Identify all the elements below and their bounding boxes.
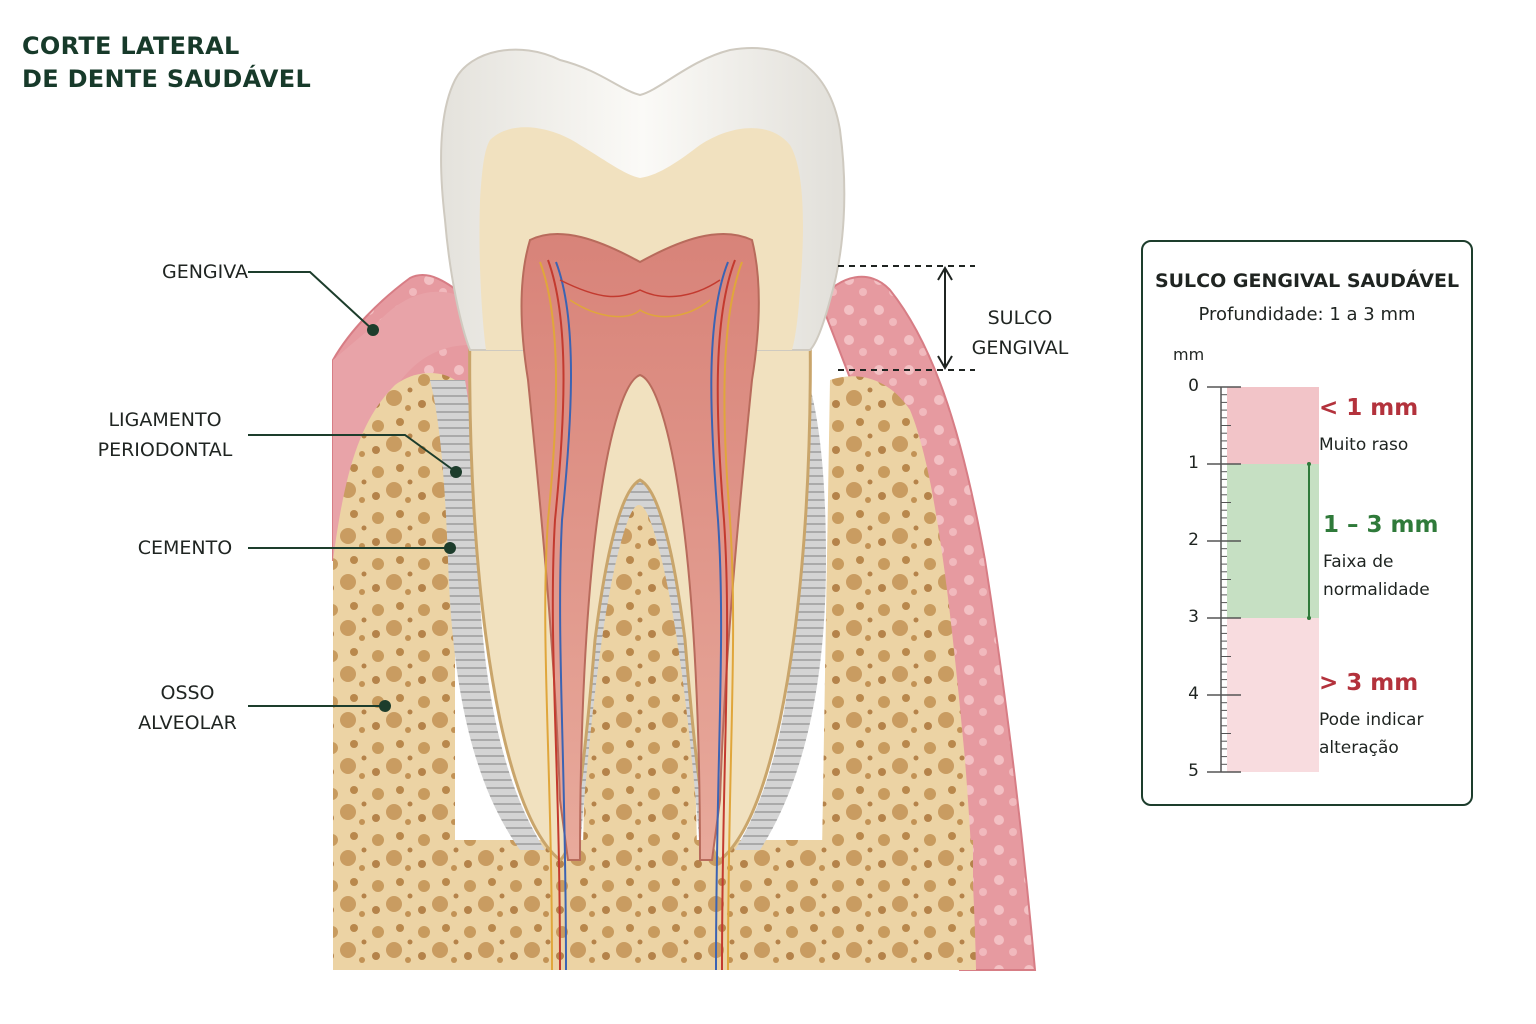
scale-band [1226,463,1319,618]
leader-gengiva [248,271,374,331]
periodontal-ligament [430,380,545,850]
scale-tick-label: 1 [1188,453,1199,473]
scale-tick-label: 3 [1188,607,1199,627]
leader-dot [444,542,456,554]
leader-dot [450,466,462,478]
bracket-end [1306,461,1311,466]
title-line-2: DE DENTE SAUDÁVEL [22,65,312,93]
band-deep-text: Pode indicar alteração [1319,706,1423,762]
label-sulco-line1: SULCO [987,307,1053,329]
diagram-title: CORTE LATERAL DE DENTE SAUDÁVEL [22,30,311,96]
band-normal-line1: Faixa de [1323,552,1394,572]
depth-scale [1206,385,1319,773]
label-sulco-line2: GENGIVAL [971,337,1069,359]
scale-unit: mm [1173,345,1205,364]
leader-ligamento [248,434,457,473]
band-shallow-heading: < 1 mm [1319,395,1419,421]
alveolar-bone [333,373,455,970]
band-deep-line1: Pode indicar [1319,710,1424,730]
label-sulco-gengival: SULCO GENGIVAL [965,303,1075,363]
card-subtitle: Profundidade: 1 a 3 mm [1198,304,1416,325]
leader-lines [248,271,457,707]
label-gengiva-text: GENGIVA [161,261,249,283]
scale-tick-label: 0 [1188,376,1199,396]
label-ligamento-periodontal: LIGAMENTO PERIODONTAL [85,405,245,465]
label-cemento-text: CEMENTO [137,537,233,559]
leader-dot [379,700,391,712]
scale-band [1226,386,1319,464]
alveolar-bone-right [820,376,976,970]
band-normal-text: Faixa de normalidade [1323,548,1430,604]
label-ligamento-line2: PERIODONTAL [97,439,233,461]
label-osso-line2: ALVEOLAR [138,712,237,734]
sulcus-depth-card: SULCO GENGIVAL SAUDÁVEL Profundidade: 1 … [1141,240,1473,806]
band-deep-line2: alteração [1319,738,1399,758]
gingiva-left [333,291,470,560]
label-cemento: CEMENTO [120,533,250,563]
band-shallow-line1: Muito raso [1319,435,1409,455]
band-normal-heading: 1 – 3 mm [1323,512,1439,538]
title-line-1: CORTE LATERAL [22,32,240,60]
sulcus-dimension-marker [838,265,975,371]
label-osso-line1: OSSO [160,682,215,704]
label-ligamento-line1: LIGAMENTO [108,409,222,431]
band-deep-heading: > 3 mm [1319,670,1419,696]
band-normal-line2: normalidade [1323,580,1430,600]
band-shallow-text: Muito raso [1319,431,1408,459]
leader-dot [367,324,379,336]
scale-tick-label: 5 [1188,761,1199,781]
pulp-vessels [539,259,743,971]
label-gengiva: GENGIVA [140,257,270,287]
bracket-end [1306,615,1311,620]
scale-tick-label: 2 [1188,530,1199,550]
card-title: SULCO GENGIVAL SAUDÁVEL [1154,270,1460,292]
scale-band [1226,617,1319,772]
label-osso-alveolar: OSSO ALVEOLAR [120,678,255,738]
scale-tick-label: 4 [1188,684,1199,704]
